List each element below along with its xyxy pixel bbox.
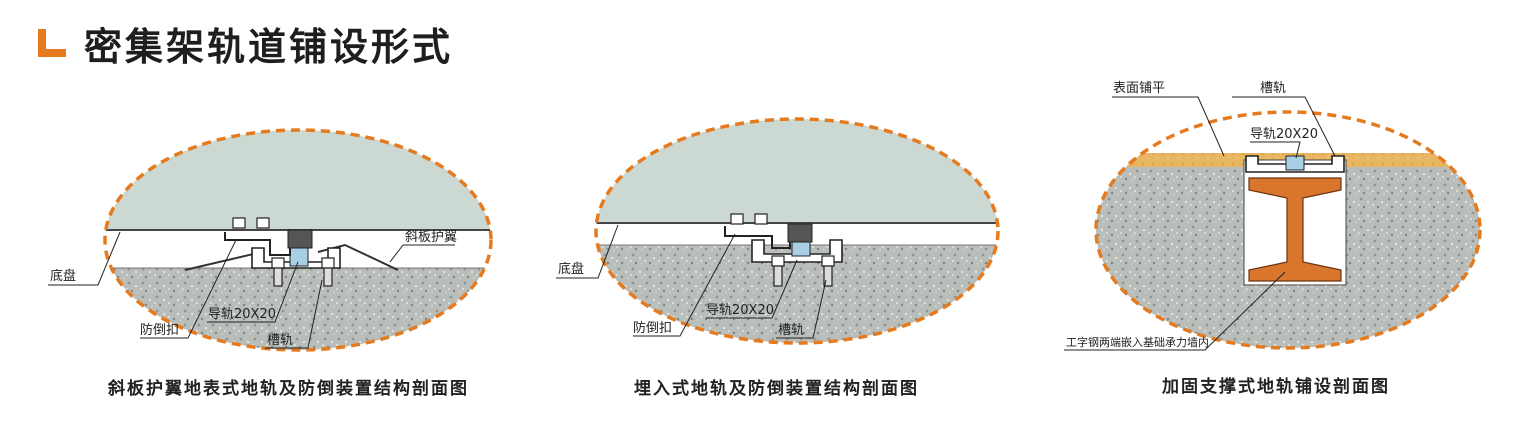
page-header: 密集架轨道铺设形式 bbox=[38, 18, 454, 69]
label-base: 底盘 bbox=[50, 268, 76, 284]
i-beam bbox=[1248, 177, 1342, 282]
guide-rail bbox=[289, 247, 309, 267]
label-channel-rail: 槽轨 bbox=[778, 323, 804, 338]
base-panel bbox=[105, 130, 491, 230]
label-channel-rail: 槽轨 bbox=[1260, 81, 1286, 96]
caption-diagram-2: 埋入式地轨及防倒装置结构剖面图 bbox=[634, 379, 919, 399]
label-guide-rail: 导轨20X20 bbox=[706, 303, 774, 318]
caption-diagram-3: 加固支撑式地轨铺设剖面图 bbox=[1162, 377, 1390, 397]
base-panel bbox=[596, 119, 998, 223]
concrete-floor bbox=[105, 268, 491, 350]
ramp-wing-left bbox=[184, 251, 263, 271]
detail-outline bbox=[1094, 110, 1482, 350]
diagram-embedded-rail: 底盘 导轨20X20 防倒扣 槽轨 bbox=[556, 117, 1000, 345]
label-base: 底盘 bbox=[558, 261, 584, 277]
detail-outline bbox=[594, 117, 1000, 345]
label-anti-tip: 防倒扣 bbox=[633, 320, 672, 336]
label-i-beam: 工字钢两端嵌入基础承力墙内 bbox=[1066, 335, 1209, 349]
detail-outline bbox=[103, 128, 493, 352]
wheel-block bbox=[287, 229, 313, 249]
diagram-reinforced-rail: 表面铺平 槽轨 导轨20X20 工字钢两端嵌入基础承力墙内 bbox=[1064, 81, 1482, 351]
wheel-block bbox=[787, 223, 813, 243]
label-guide-rail: 导轨20X20 bbox=[1250, 127, 1318, 142]
label-channel-rail: 槽轨 bbox=[267, 333, 293, 348]
page-title: 密集架轨道铺设形式 bbox=[84, 24, 454, 69]
label-guide-rail: 导轨20X20 bbox=[208, 307, 276, 322]
anti-tip-bracket bbox=[224, 232, 291, 256]
section-bracket-icon bbox=[38, 29, 66, 57]
label-surface: 表面铺平 bbox=[1113, 81, 1165, 96]
diagram-ramp-wing-surface-rail: 底盘 斜板护翼 导轨20X20 防倒扣 槽轨 bbox=[48, 128, 493, 352]
ramp-wing-right bbox=[317, 243, 399, 271]
label-ramp-wing: 斜板护翼 bbox=[405, 230, 457, 245]
guide-rail bbox=[1285, 155, 1305, 171]
anti-tip-bracket bbox=[724, 226, 791, 249]
label-anti-tip: 防倒扣 bbox=[140, 322, 179, 338]
caption-diagram-1: 斜板护翼地表式地轨及防倒装置结构剖面图 bbox=[108, 379, 469, 399]
